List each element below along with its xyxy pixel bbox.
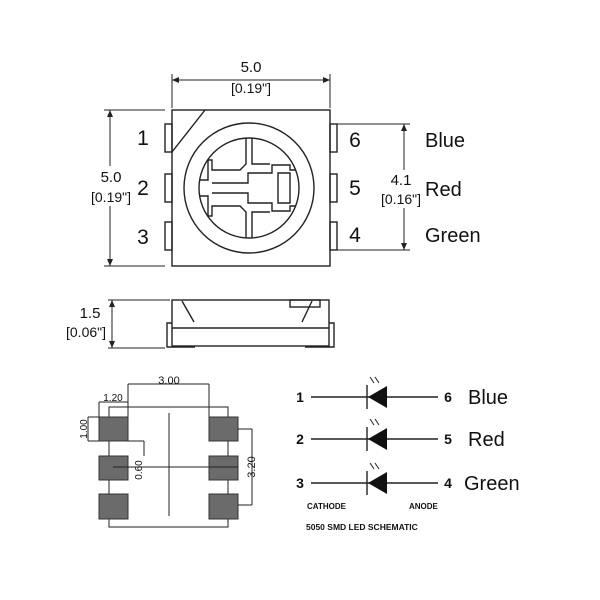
led-diode-icon [366, 418, 387, 451]
lens-inner [198, 137, 300, 239]
footprint: 3.00 1.20 1.00 0.60 3.20 [79, 375, 258, 528]
led-diode-icon [366, 376, 387, 409]
color-label-red: Red [425, 179, 462, 201]
pins-left [164, 123, 173, 251]
side-height-mm: 1.5 [80, 305, 101, 322]
dim-pad-width: 1.20 [103, 393, 123, 404]
package-body [171, 109, 331, 267]
pin-label-6: 6 [349, 129, 361, 152]
schematic-color-label: Red [468, 429, 505, 451]
top-view: 5.0 [0.19"] 5.0 [0.19"] 4.1 [0.16"] 1 2 … [82, 59, 481, 267]
schematic-title: 5050 SMD LED SCHEMATIC [306, 522, 418, 532]
height-mm: 5.0 [101, 169, 122, 186]
width-in: [0.19"] [231, 80, 271, 96]
dim-pad-gap: 0.60 [134, 460, 145, 480]
led-diode-icon [366, 462, 387, 495]
cathode-pin-number: 1 [296, 389, 304, 405]
pin-label-4: 4 [349, 224, 361, 247]
side-height-in: [0.06"] [66, 324, 106, 340]
schematic: 1 6 Blue 2 5 Red 3 4 Green [296, 376, 520, 495]
die-pads [199, 138, 296, 238]
cathode-label: CATHODE [307, 502, 347, 511]
anode-pin-number: 4 [444, 475, 452, 491]
dim-pad-spacing: 3.00 [158, 375, 179, 387]
anode-label: ANODE [409, 502, 439, 511]
cathode-pin-number: 2 [296, 431, 304, 447]
pins-right [329, 123, 338, 251]
pin-span-in: [0.16"] [381, 191, 421, 207]
width-mm: 5.0 [241, 59, 262, 76]
cathode-pin-number: 3 [296, 475, 304, 491]
pin-label-3: 3 [137, 226, 149, 249]
color-label-green: Green [425, 225, 481, 247]
lens-outer [183, 122, 315, 254]
side-view: 1.5 [0.06"] [66, 299, 335, 349]
pin-span-mm: 4.1 [391, 172, 412, 189]
schematic-color-label: Blue [468, 387, 508, 409]
schematic-color-label: Green [464, 473, 520, 495]
schematic-row-blue: 1 6 Blue [296, 376, 508, 409]
schematic-row-green: 3 4 Green [296, 462, 520, 495]
anode-pin-number: 6 [444, 389, 452, 405]
schematic-row-red: 2 5 Red [296, 418, 505, 451]
anode-pin-number: 5 [444, 431, 452, 447]
height-in: [0.19"] [91, 189, 131, 205]
pin-label-1: 1 [137, 127, 149, 150]
pin-label-5: 5 [349, 177, 361, 200]
color-label-blue: Blue [425, 130, 465, 152]
pin-label-2: 2 [137, 177, 149, 200]
dim-pad-height: 1.00 [79, 419, 90, 439]
dim-pad-span: 3.20 [246, 456, 258, 477]
pin1-chamfer [171, 109, 206, 153]
